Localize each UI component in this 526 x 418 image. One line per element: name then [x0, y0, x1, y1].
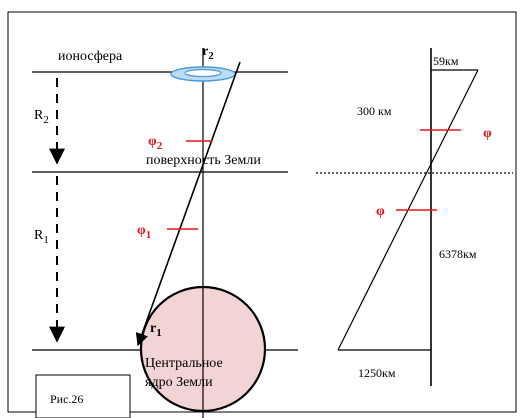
r2-label: r2 [202, 44, 214, 62]
figure-border [7, 11, 517, 413]
ionosphere-label: ионосфера [58, 49, 123, 64]
figure-caption: Рис.26 [50, 392, 83, 406]
R1-label: R1 [34, 228, 49, 246]
R2-label: R2 [34, 108, 49, 126]
phi2-label: φ2 [148, 134, 163, 152]
ray-line [135, 61, 241, 347]
ionosphere-ring-icon [170, 66, 236, 82]
lower-height-label: 6378км [439, 247, 477, 261]
phi1-label: φ1 [137, 223, 151, 241]
core-label-line1: Центральное [145, 356, 223, 371]
right-phi-lower-label: φ [376, 204, 385, 219]
upper-height-label: 300 км [357, 104, 392, 118]
surface-label: поверхность Земли [146, 153, 261, 168]
core-label-line2: ядро Земли [145, 375, 213, 390]
figure-caption-box [35, 374, 131, 418]
top-distance-label: 59км [433, 54, 459, 68]
r1-label: r1 [150, 321, 162, 339]
right-phi-upper-label: φ [483, 126, 492, 141]
base-width-label: 1250км [358, 366, 396, 380]
